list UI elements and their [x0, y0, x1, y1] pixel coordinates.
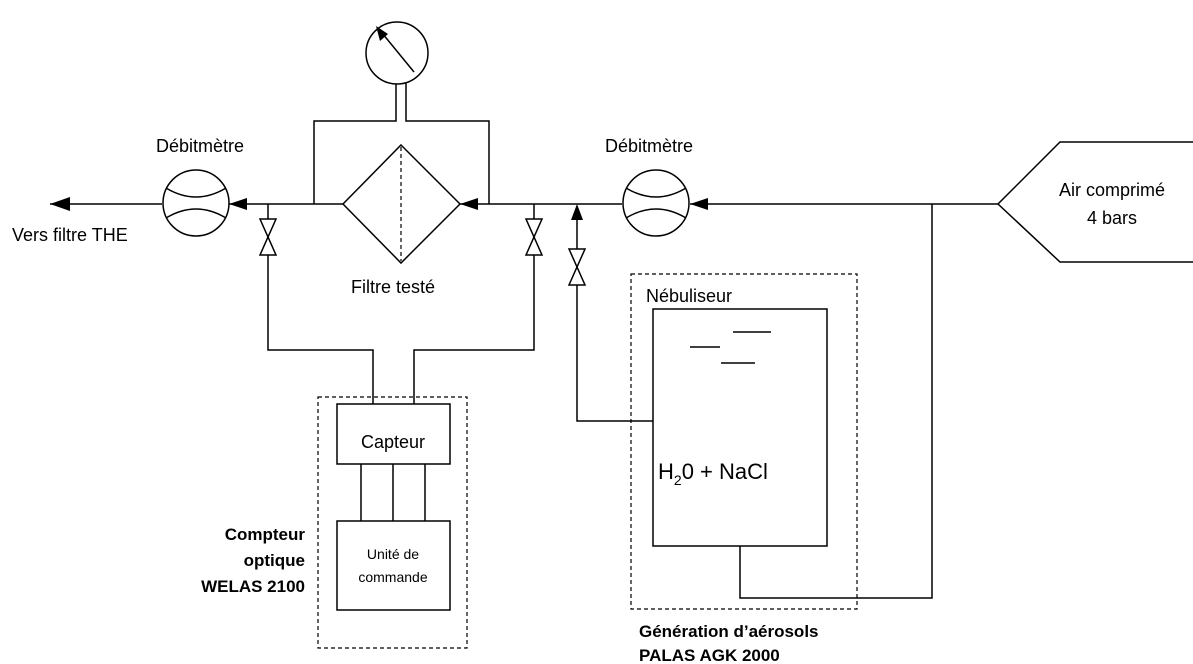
solution-label-rest: 0 + NaCl: [682, 459, 768, 484]
solution-label-subscript: 2: [674, 472, 682, 488]
aerosol-generator-label-1: Génération d’aérosols: [639, 622, 819, 641]
solution-label: H20 + NaCl: [658, 459, 768, 488]
gauge-tap-right: [405, 83, 490, 204]
control-unit-label-2: commande: [358, 569, 427, 585]
sampling-line-upstream: [267, 255, 374, 405]
compressed-air-label-2: 4 bars: [1087, 208, 1137, 228]
optical-counter-label-1: Compteur: [225, 525, 306, 544]
nebulizer-tank: [652, 308, 828, 547]
compressed-air-source: [996, 141, 1193, 263]
tested-filter-label: Filtre testé: [351, 277, 435, 297]
control-unit-label-1: Unité de: [367, 546, 419, 562]
arrow-outlet: [50, 197, 70, 211]
flowmeter-left-label: Débitmètre: [156, 136, 244, 156]
optical-counter-group: [317, 396, 468, 649]
optical-counter-label-2: optique: [244, 551, 305, 570]
air-supply-nebulizer-line: [739, 204, 933, 599]
arrow-into-filter: [460, 198, 478, 210]
aerosol-generator-group: [630, 273, 858, 610]
solution-label-h: H: [658, 459, 674, 484]
sensor-box: [336, 403, 451, 465]
compressed-air-label-1: Air comprimé: [1059, 180, 1165, 200]
optical-counter-label-3: WELAS 2100: [201, 577, 305, 596]
nebulizer-outlet-line: [576, 285, 682, 422]
arrow-into-left-flowmeter: [229, 198, 247, 210]
control-unit-box: [336, 520, 451, 611]
arrow-into-right-flowmeter: [690, 198, 708, 210]
sensor-label: Capteur: [361, 432, 425, 452]
sampling-line-downstream: [413, 255, 535, 405]
valve-right-icon: [524, 218, 544, 256]
gauge-needle-tip: [376, 26, 388, 41]
flowmeter-right-label: Débitmètre: [605, 136, 693, 156]
nebulizer-label: Nébuliseur: [646, 286, 732, 306]
valve-nebulizer-icon: [567, 248, 587, 286]
pressure-gauge-icon: [365, 21, 429, 85]
flowmeter-right: [622, 169, 690, 237]
outlet-label: Vers filtre THE: [12, 225, 128, 245]
gauge-tap-left: [313, 83, 397, 204]
arrow-aerosol-injection: [571, 204, 583, 220]
aerosol-generator-label-2: PALAS AGK 2000: [639, 646, 780, 664]
valve-left-icon: [258, 218, 278, 256]
flowmeter-left: [162, 169, 230, 237]
